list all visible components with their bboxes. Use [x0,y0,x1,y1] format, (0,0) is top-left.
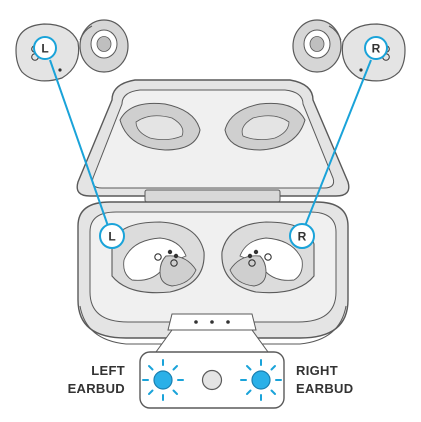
left-marker-case: L [99,223,125,249]
left-marker-case-text: L [108,230,115,244]
right-marker-case: R [289,223,315,249]
right-earbud-label-line2: EARBUD [296,381,354,396]
case-hinge [144,189,281,203]
right-led-indicator [240,359,282,401]
right-marker-case-text: R [298,230,307,244]
led-zoom-connector [155,329,269,353]
left-earbud-detail [15,19,129,82]
left-earbud-in-case [111,221,205,294]
center-led-indicator [201,369,223,391]
left-led-indicator [142,359,184,401]
left-earbud-label-line2: EARBUD [67,381,125,396]
right-earbud-label: RIGHT EARBUD [296,362,376,398]
left-marker-top-text: L [41,42,48,56]
right-marker-top: R [364,36,388,60]
case-lid [76,79,350,197]
left-marker-top: L [33,36,57,60]
right-earbud-label-line1: RIGHT [296,363,338,378]
left-earbud-label: LEFT EARBUD [55,362,125,398]
right-callout-line [304,59,372,227]
left-callout-line [49,59,109,227]
left-earbud-label-line1: LEFT [91,363,125,378]
right-earbud-detail [292,19,406,82]
right-marker-top-text: R [372,42,381,56]
